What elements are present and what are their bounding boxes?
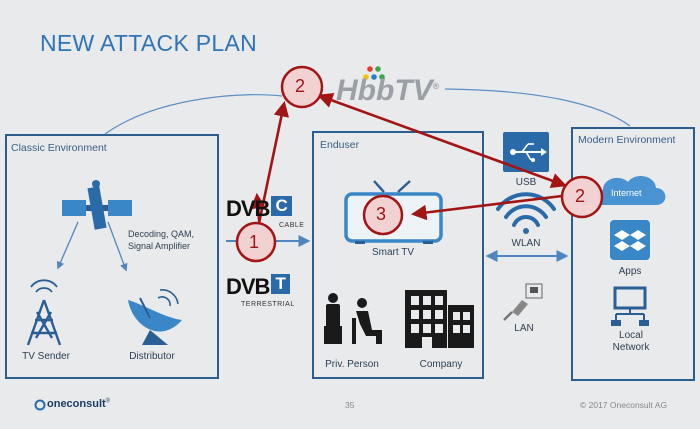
page-number: 35	[345, 400, 355, 410]
priv-person-icon	[324, 293, 382, 344]
lan-label: LAN	[514, 323, 534, 334]
satellite-icon	[62, 180, 132, 230]
internet-cloud-icon	[594, 176, 666, 205]
step-number-2-top: 2	[295, 76, 306, 96]
satellite-dish-icon	[128, 289, 182, 345]
decoding-label-line-1: Decoding, QAM,	[128, 229, 195, 239]
tv-sender-tower-icon	[26, 279, 62, 346]
step-number-3: 3	[376, 204, 387, 224]
dvb-cable-sub: CABLE	[279, 222, 305, 229]
hbbtv-logo: HbbTV®	[336, 74, 439, 108]
company-label: Company	[419, 359, 463, 370]
hbbtv-logo-text: HbbTV	[336, 74, 433, 107]
local-network-label-line-2: Network	[612, 342, 650, 353]
classic-environment-box	[5, 134, 219, 379]
local-network-label: Local Network	[613, 330, 650, 354]
modern-environment-label: Modern Environment	[578, 134, 676, 146]
internet-label: Internet	[611, 188, 642, 198]
classic-environment-label: Classic Environment	[11, 142, 107, 154]
oneconsult-brand-mark: ®	[105, 398, 111, 405]
local-network-icon	[611, 286, 649, 326]
local-network-label-line-1: Local	[619, 330, 643, 341]
step-badge-2-right	[560, 175, 604, 219]
usb-label: USB	[515, 177, 537, 188]
dvb-cable-logo-text: DVB	[226, 196, 270, 221]
modern-environment-box	[571, 127, 695, 381]
oneconsult-brand: oneconsult®	[47, 398, 110, 410]
hbbtv-logo-dots	[363, 66, 385, 80]
hbbtv-logo-mark: ®	[432, 81, 440, 91]
decoding-label: Decoding, QAM, Signal Amplifier	[128, 228, 194, 252]
wlan-label: WLAN	[511, 238, 541, 249]
step-badge-1	[235, 221, 277, 263]
copyright: © 2017 Oneconsult AG	[580, 400, 668, 410]
slide-title: NEW ATTACK PLAN	[40, 30, 258, 56]
oneconsult-brand-text: oneconsult	[47, 398, 106, 410]
dvb-cable-letter: C	[271, 196, 292, 216]
step-badge-2-top	[280, 65, 324, 109]
dvb-terrestrial-letter: T	[271, 274, 290, 294]
apps-label: Apps	[618, 266, 642, 277]
company-buildings-icon	[405, 290, 474, 348]
oneconsult-logo-icon	[34, 399, 46, 411]
smart-tv-label: Smart TV	[371, 247, 415, 258]
lan-cable-icon	[503, 283, 543, 321]
decoding-label-line-2: Signal Amplifier	[128, 241, 191, 251]
tv-sender-label: TV Sender	[22, 351, 70, 362]
dvb-terrestrial-sub: TERRESTRIAL	[241, 301, 295, 308]
step-number-2-right: 2	[575, 186, 586, 206]
step-number-1: 1	[249, 232, 260, 252]
dropbox-apps-icon	[610, 220, 650, 260]
priv-person-label: Priv. Person	[325, 359, 379, 370]
dvb-terrestrial-logo-text: DVB	[226, 274, 270, 299]
step-badge-3	[362, 194, 404, 236]
distributor-label: Distributor	[129, 351, 175, 362]
attack-arrows	[250, 92, 567, 231]
